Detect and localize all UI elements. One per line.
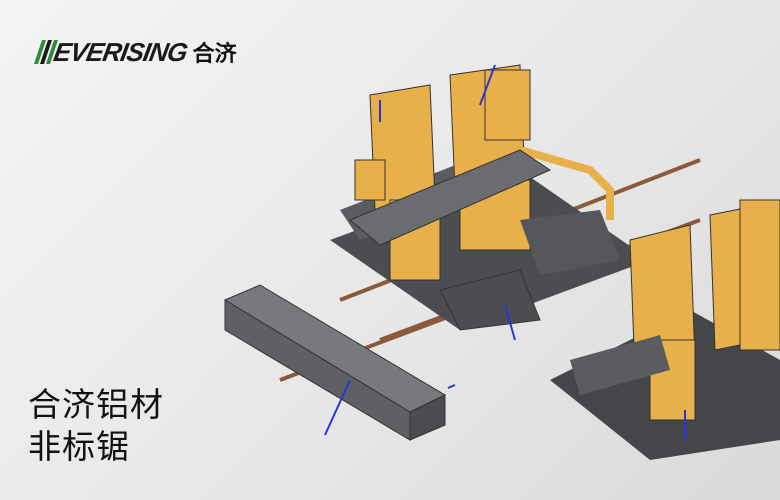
brand-logo: EVERISING 合济 — [34, 36, 237, 68]
saw-machine-illustration — [223, 64, 780, 460]
logo-stripes-icon — [34, 40, 58, 64]
logo-text: EVERISING — [51, 36, 190, 67]
logo-chinese: 合济 — [192, 42, 237, 67]
caption-line-1: 合济铝材 — [28, 385, 164, 424]
product-caption: 合济铝材 非标锯 — [28, 384, 164, 468]
caption-line-2: 非标锯 — [28, 427, 130, 466]
